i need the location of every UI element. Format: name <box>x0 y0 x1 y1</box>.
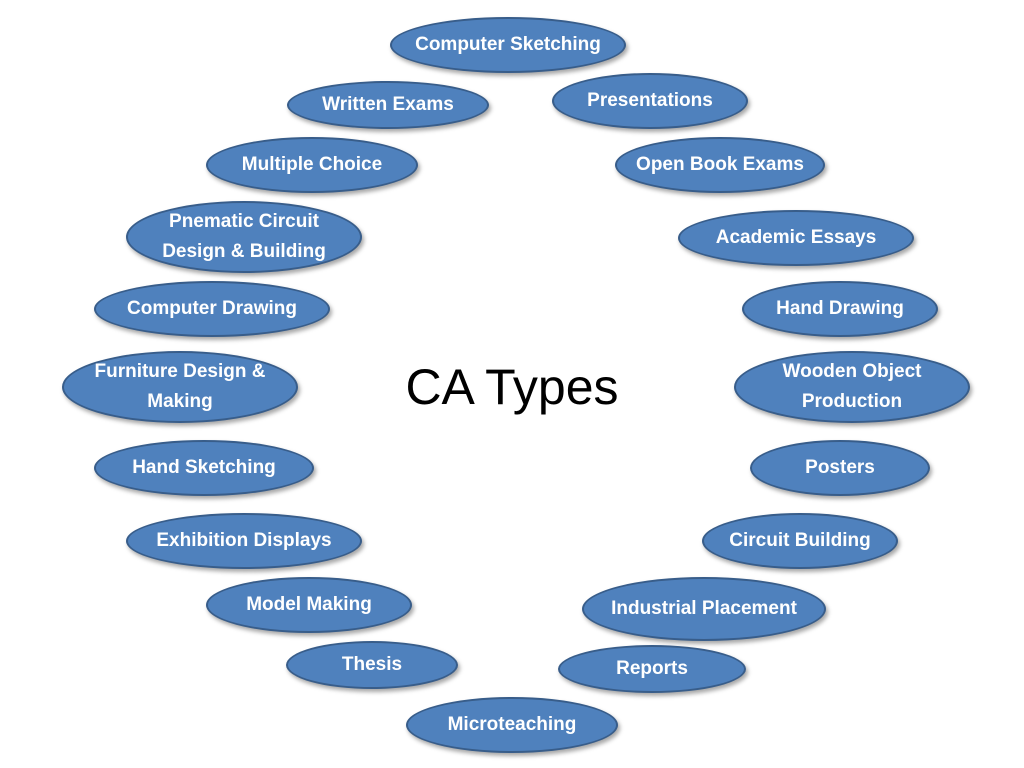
ca-type-label: Presentations <box>587 90 713 111</box>
ca-type-label: Model Making <box>246 594 372 615</box>
ca-type-computer-sketching: Computer Sketching <box>390 17 626 73</box>
ca-type-label: Computer Sketching <box>415 34 601 55</box>
ca-type-label: Microteaching <box>447 714 577 735</box>
ca-type-label: Multiple Choice <box>241 154 383 175</box>
ca-type-wooden-object-production: Wooden Object Production <box>734 351 970 423</box>
ca-type-furniture-design: Furniture Design & Making <box>62 351 298 423</box>
ca-type-label: Industrial Placement <box>611 598 797 619</box>
ca-type-thesis: Thesis <box>286 641 458 689</box>
ca-type-industrial-placement: Industrial Placement <box>582 577 826 641</box>
ca-type-multiple-choice: Multiple Choice <box>206 137 418 193</box>
ca-type-presentations: Presentations <box>552 73 748 129</box>
ca-type-label: Open Book Exams <box>636 154 804 175</box>
ca-type-written-exams: Written Exams <box>287 81 489 129</box>
ca-type-hand-drawing: Hand Drawing <box>742 281 938 337</box>
ca-type-exhibition-displays: Exhibition Displays <box>126 513 362 569</box>
ca-type-label: Exhibition Displays <box>156 530 332 551</box>
ca-type-label: Reports <box>616 658 688 679</box>
ca-type-label: Computer Drawing <box>127 298 297 319</box>
ca-type-reports: Reports <box>558 645 746 693</box>
ca-type-label: Written Exams <box>322 94 454 115</box>
ca-type-model-making: Model Making <box>206 577 412 633</box>
ca-type-label: Hand Sketching <box>132 457 276 478</box>
ca-type-label: Wooden Object Production <box>782 361 922 412</box>
ca-type-label: Circuit Building <box>729 530 871 551</box>
ca-type-hand-sketching: Hand Sketching <box>94 440 314 496</box>
ca-type-label: Furniture Design & Making <box>94 361 266 412</box>
ca-type-microteaching: Microteaching <box>406 697 618 753</box>
ca-type-circuit-building: Circuit Building <box>702 513 898 569</box>
ca-type-label: Posters <box>805 457 875 478</box>
ca-type-label: Thesis <box>341 654 403 675</box>
ca-type-label: Pnematic Circuit Design & Building <box>162 211 326 262</box>
ca-type-label: Academic Essays <box>715 227 877 248</box>
ca-type-computer-drawing: Computer Drawing <box>94 281 330 337</box>
ca-type-pnematic-circuit-design: Pnematic Circuit Design & Building <box>126 201 362 273</box>
ca-type-open-book-exams: Open Book Exams <box>615 137 825 193</box>
ca-type-academic-essays: Academic Essays <box>678 210 914 266</box>
ca-type-posters: Posters <box>750 440 930 496</box>
diagram-title: CA Types <box>405 359 619 415</box>
ca-type-label: Hand Drawing <box>776 298 904 319</box>
